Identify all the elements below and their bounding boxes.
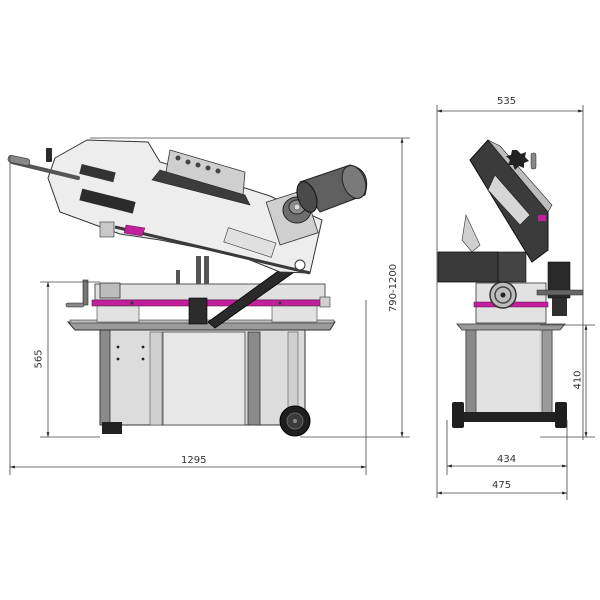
- front-stand: [66, 319, 336, 437]
- side-wheel-left-icon: [452, 402, 464, 428]
- saw-bow-arm: [7, 139, 323, 275]
- side-view: [437, 139, 584, 428]
- star-knob-icon: [506, 150, 529, 170]
- dimension-lines: [9, 105, 595, 500]
- dim-side-overall-width: 475: [492, 480, 512, 491]
- dim-side-base-width: 434: [497, 454, 517, 465]
- magenta-rail: [91, 299, 326, 307]
- side-wheel-right-icon: [555, 402, 567, 428]
- motor-gearbox: [265, 164, 368, 246]
- dim-side-base-height: 410: [572, 370, 584, 390]
- dim-overall-length: 1295: [181, 455, 207, 466]
- dim-overall-height: 790-1200: [388, 263, 400, 313]
- dim-working-height: 565: [33, 349, 45, 369]
- dim-side-top-width: 535: [497, 96, 517, 107]
- front-base: [65, 253, 331, 329]
- front-view: [7, 139, 368, 437]
- magenta-guide-block: [123, 224, 146, 237]
